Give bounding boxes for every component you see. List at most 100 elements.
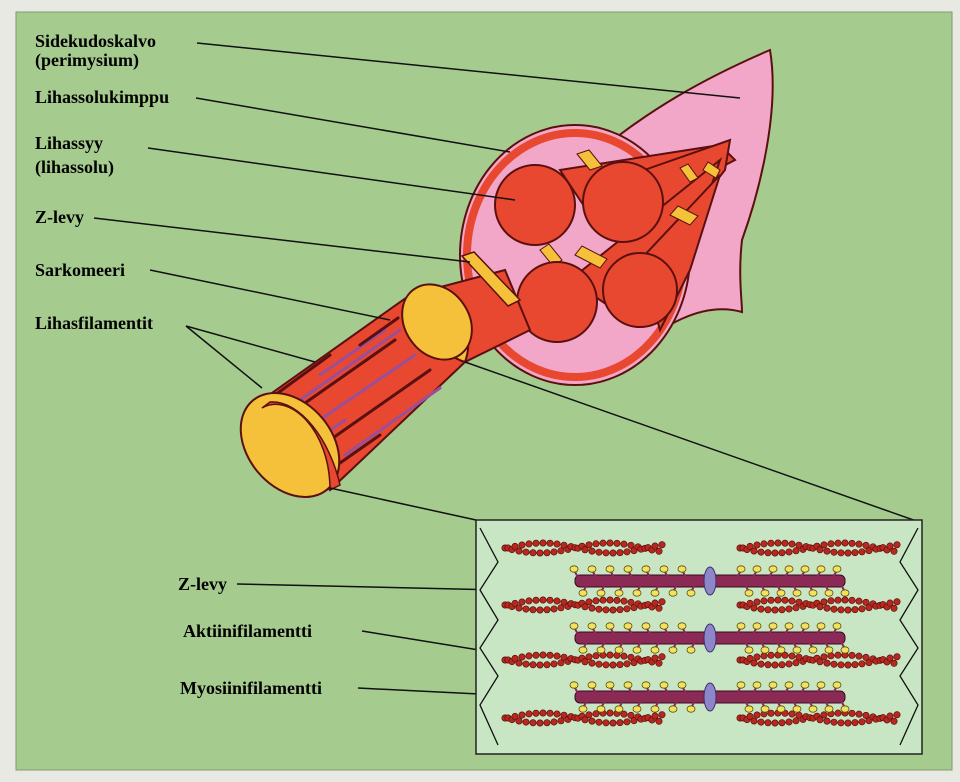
myosin-head — [840, 646, 850, 654]
myosin-head — [677, 565, 687, 573]
actin-bead — [595, 718, 603, 726]
actin-bead — [764, 661, 772, 669]
actin-bead — [830, 548, 838, 556]
actin-bead — [536, 549, 544, 557]
myosin-head — [784, 565, 794, 573]
myosin-head — [792, 705, 802, 713]
myosin-head — [744, 646, 754, 654]
actin-bead — [529, 549, 537, 557]
actin-bead — [778, 719, 786, 727]
actin-bead — [546, 539, 554, 547]
actin-bead — [890, 604, 898, 612]
actin-bead — [886, 654, 894, 662]
actin-bead — [518, 711, 526, 719]
actin-bead — [848, 651, 856, 659]
actin-bead — [627, 711, 635, 719]
actin-bead — [837, 719, 845, 727]
actin-bead — [848, 709, 856, 717]
myosin-head — [632, 646, 642, 654]
myosin-head — [784, 622, 794, 630]
z-band-stripe — [539, 243, 563, 267]
actin-bead — [613, 539, 621, 547]
myosin-head — [569, 622, 579, 630]
label-myosin: Myosiinifilamentti — [180, 678, 322, 698]
actin-bead — [546, 596, 554, 604]
actin-bead — [539, 539, 547, 547]
actin-bead — [764, 606, 772, 614]
actin-bead — [820, 711, 828, 719]
actin-bead — [606, 539, 614, 547]
actin-bead — [834, 651, 842, 659]
actin-bead — [746, 654, 754, 662]
actin-bead — [529, 661, 537, 669]
actin-bead — [560, 653, 568, 661]
myosin-head — [623, 681, 633, 689]
actin-bead — [588, 604, 596, 612]
actin-bead — [746, 542, 754, 550]
actin-bead — [609, 661, 617, 669]
actin-bead — [827, 540, 835, 548]
actin-bead — [788, 710, 796, 718]
actin-bead — [767, 539, 775, 547]
actin-bead — [893, 598, 901, 606]
actin-bead — [658, 598, 666, 606]
myosin-head — [605, 622, 615, 630]
myosin-head — [668, 646, 678, 654]
actin-bead — [522, 660, 530, 668]
actin-bead — [764, 549, 772, 557]
myosin-head — [824, 589, 834, 597]
actin-bead — [592, 652, 600, 660]
actin-bead — [623, 605, 631, 613]
actin-bead — [655, 604, 663, 612]
actin-bead — [858, 718, 866, 726]
actin-bead — [536, 661, 544, 669]
myosin-head — [800, 681, 810, 689]
actin-bead — [858, 660, 866, 668]
actin-bead — [855, 710, 863, 718]
actin-bead — [550, 548, 558, 556]
actin-bead — [844, 549, 852, 557]
actin-bead — [816, 546, 824, 554]
actin-bead — [581, 716, 589, 724]
myosin-head — [659, 681, 669, 689]
actin-bead — [543, 549, 551, 557]
actin-bead — [525, 597, 533, 605]
actin-bead — [851, 606, 859, 614]
actin-bead — [862, 653, 870, 661]
myosin-head — [800, 565, 810, 573]
z-band-stripe — [576, 149, 603, 171]
actin-bead — [588, 717, 596, 725]
actin-bead — [511, 599, 519, 607]
myosin-head — [776, 589, 786, 597]
actin-bead — [602, 606, 610, 614]
myosin-head — [832, 681, 842, 689]
actin-bead — [778, 661, 786, 669]
actin-bead — [658, 711, 666, 719]
actin-bead — [788, 540, 796, 548]
actin-bead — [623, 718, 631, 726]
actin-bead — [543, 719, 551, 727]
actin-bead — [764, 719, 772, 727]
actin-bead — [511, 654, 519, 662]
actin-bead — [655, 717, 663, 725]
actin-bead — [518, 653, 526, 661]
actin-bead — [536, 606, 544, 614]
myosin-head — [668, 589, 678, 597]
actin-bead — [760, 597, 768, 605]
actin-bead — [543, 661, 551, 669]
actin-bead — [620, 540, 628, 548]
actin-bead — [602, 549, 610, 557]
actin-bead — [848, 539, 856, 547]
myosin-head — [569, 681, 579, 689]
actin-bead — [890, 547, 898, 555]
actin-bead — [851, 719, 859, 727]
actin-bead — [886, 599, 894, 607]
actin-bead — [658, 653, 666, 661]
actin-bead — [858, 605, 866, 613]
myosin-head — [632, 589, 642, 597]
actin-bead — [795, 541, 803, 549]
actin-bead — [778, 606, 786, 614]
actin-bead — [820, 541, 828, 549]
sarcomere-end-face-oval — [401, 283, 473, 361]
actin-bead — [750, 547, 758, 555]
